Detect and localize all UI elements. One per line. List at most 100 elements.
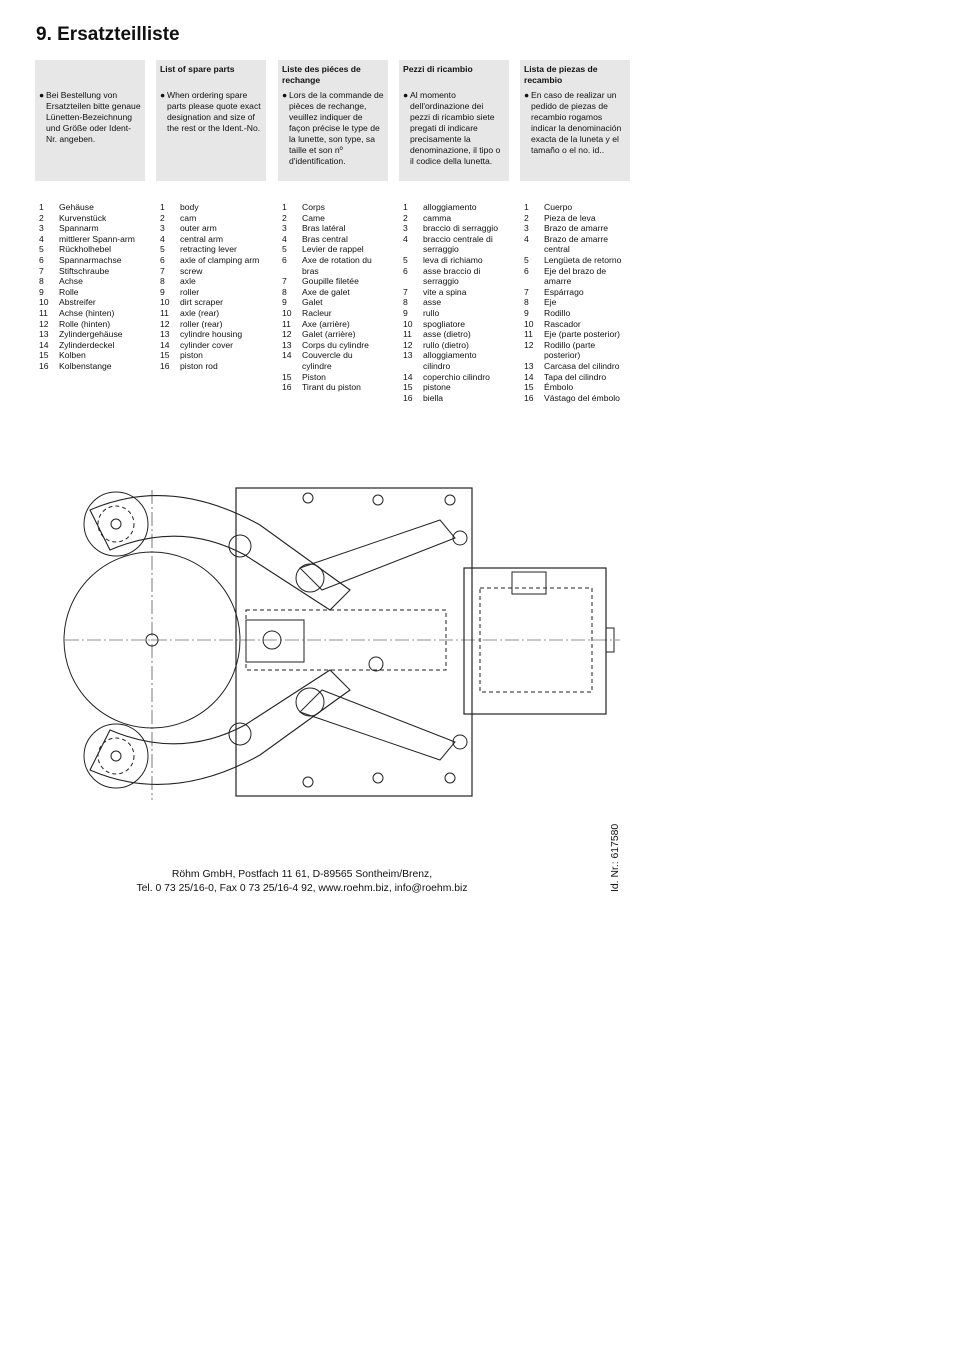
- part-number: 16: [524, 392, 534, 403]
- part-number: 16: [403, 392, 413, 403]
- part-number: 14: [39, 339, 49, 350]
- part-name: Rascador: [544, 318, 581, 329]
- valve-symbol: [511, 571, 547, 595]
- part-name: Piston: [302, 371, 326, 382]
- part-name: Espárrago: [544, 286, 584, 297]
- part-number: 10: [524, 318, 534, 329]
- part-name: Kurvenstück: [59, 212, 107, 223]
- part-number: 14: [403, 371, 413, 382]
- part-name: Corps du cylindre: [302, 339, 369, 350]
- part-number: 12: [403, 339, 413, 350]
- id-number: Id. Nr.: 617580: [610, 823, 621, 892]
- part-name: alloggiamento cilindro: [423, 350, 477, 371]
- part-number: 5: [403, 254, 408, 265]
- part-name: Axe (arrière): [302, 318, 350, 329]
- part-number: 2: [524, 212, 529, 223]
- part-number: 15: [39, 350, 49, 361]
- part-name: Racleur: [302, 307, 332, 318]
- steady-rest-technical-drawing: [63, 487, 620, 800]
- screw: [302, 776, 314, 788]
- part-name: biella: [423, 392, 444, 403]
- part-name: Rodillo (parte posterior): [544, 339, 596, 361]
- part-name: Lengüeta de retorno: [544, 254, 622, 265]
- part-name: alloggiamento: [423, 202, 477, 212]
- part-name: Eje del brazo de amarre: [544, 265, 607, 287]
- part-number: 3: [524, 223, 529, 234]
- part-name: Rodillo: [544, 307, 571, 318]
- part-name: mittlerer Spann-arm: [59, 233, 135, 244]
- part-name: Axe de rotation du bras: [302, 254, 372, 276]
- lower-clamping-arm: [89, 669, 351, 785]
- part-name: Levier de rappel: [302, 244, 364, 255]
- part-name: Axe de galet: [302, 286, 350, 297]
- part-number: 15: [403, 382, 413, 393]
- part-number: 6: [160, 254, 165, 265]
- part-item: 7 screw: [156, 266, 266, 277]
- part-name: body: [180, 202, 199, 212]
- part-number: 7: [282, 276, 287, 287]
- column-header: Pezzi di ricambio: [403, 64, 473, 74]
- footer-line-1: Röhm GmbH, Postfach 11 61, D-89565 Sonth…: [171, 869, 433, 880]
- part-name: Corps: [302, 202, 325, 212]
- part-number: 2: [403, 212, 408, 223]
- part-name: Galet (arrière): [302, 329, 356, 340]
- column-header: [39, 64, 141, 90]
- part-name: Galet: [302, 297, 323, 308]
- column-header: List of spare parts: [160, 64, 235, 74]
- bullet-icon: ●: [403, 90, 409, 100]
- part-number: 7: [160, 265, 165, 276]
- column-header: Liste des piéces de rechange: [282, 64, 361, 85]
- part-number: 8: [282, 286, 287, 297]
- bullet-icon: ●: [524, 90, 530, 100]
- part-number: 9: [524, 307, 529, 318]
- part-number: 6: [39, 254, 44, 265]
- screw: [452, 530, 468, 546]
- part-name: Brazo de amarre: [544, 223, 609, 234]
- order-note-box: Pezzi di ricambio ●Al momento dell'ordin…: [399, 60, 509, 181]
- part-name: Carcasa del cilindro: [544, 360, 620, 371]
- column-italian: Pezzi di ricambio ●Al momento dell'ordin…: [399, 60, 509, 403]
- part-name: vite a spina: [423, 286, 467, 297]
- part-name: roller (rear): [180, 318, 223, 329]
- part-number: 1: [39, 202, 44, 212]
- cam-block: [245, 619, 305, 663]
- part-number: 10: [282, 307, 292, 318]
- part-item: 10 Racleur: [278, 308, 388, 319]
- order-note: Al momento dell'ordinazione dei pezzi di…: [410, 90, 501, 166]
- part-name: Rückholhebel: [59, 244, 112, 255]
- workpiece-circle: [63, 551, 241, 729]
- part-name: Zylinderdeckel: [59, 339, 115, 350]
- part-name: Émbolo: [544, 382, 574, 393]
- part-name: screw: [180, 265, 203, 276]
- part-name: retracting lever: [180, 244, 237, 255]
- part-number: 5: [39, 244, 44, 255]
